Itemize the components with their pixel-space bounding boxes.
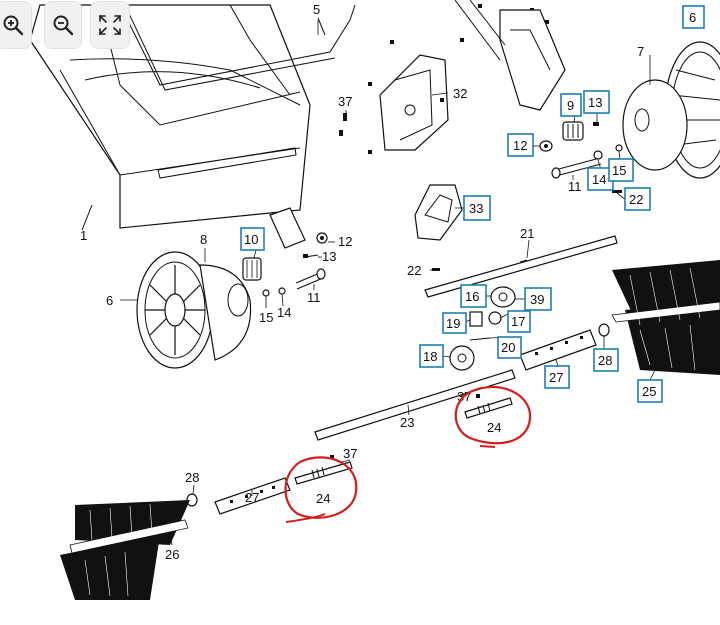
svg-text:39: 39 — [530, 292, 544, 307]
annotation-circle-left — [284, 456, 358, 523]
boxed-callout-25: 25 — [637, 379, 663, 403]
callout-13-left: 13 — [322, 249, 336, 264]
fullscreen-button[interactable] — [90, 1, 130, 49]
callout-27-left: 27 — [245, 490, 259, 505]
svg-text:28: 28 — [598, 353, 612, 368]
shaft-23 — [314, 369, 516, 441]
boxed-callout-39: 39 — [524, 287, 552, 311]
svg-text:12: 12 — [513, 138, 527, 153]
boxed-callout-12-top: 12 — [507, 133, 534, 157]
svg-text:6: 6 — [689, 10, 696, 25]
boxed-callout-28-right: 28 — [593, 348, 619, 372]
callout-11-right: 11 — [568, 179, 582, 194]
callout-12-left: 12 — [338, 234, 352, 249]
gear-bar-left — [186, 477, 291, 515]
callout-24-right: 24 — [487, 420, 501, 435]
gear-bar-right — [519, 323, 610, 371]
boxed-callout-20: 20 — [497, 336, 522, 359]
svg-text:25: 25 — [642, 384, 656, 399]
svg-text:33: 33 — [469, 201, 483, 216]
bracket-33 — [414, 184, 463, 241]
boxed-callout-16: 16 — [460, 284, 487, 308]
boxed-callout-18: 18 — [419, 344, 444, 368]
callout-22-mid: 22 — [407, 263, 421, 278]
svg-text:9: 9 — [567, 98, 574, 113]
svg-text:14: 14 — [592, 172, 606, 187]
callout-28-left: 28 — [185, 470, 199, 485]
callout-37-low: 37 — [343, 446, 357, 461]
callout-24-left: 24 — [316, 491, 330, 506]
callout-32: 32 — [453, 86, 467, 101]
svg-text:13: 13 — [588, 95, 602, 110]
svg-text:27: 27 — [549, 370, 563, 385]
boxed-callout-6-top: 6 — [682, 5, 705, 29]
boxed-callout-33: 33 — [463, 195, 491, 221]
svg-text:15: 15 — [612, 163, 626, 178]
callout-7: 7 — [637, 44, 644, 59]
fullscreen-icon — [99, 15, 121, 35]
gear-and-pins-left — [242, 207, 328, 297]
side-cover — [379, 54, 449, 151]
callout-37-top: 37 — [338, 94, 352, 109]
boxed-callout-10: 10 — [240, 227, 265, 251]
callout-8: 8 — [200, 232, 207, 247]
svg-text:20: 20 — [501, 340, 515, 355]
boxed-callout-17: 17 — [507, 310, 531, 333]
zoom-out-button[interactable] — [44, 1, 82, 49]
svg-text:16: 16 — [465, 289, 479, 304]
handle-bracket — [454, 0, 566, 111]
boxed-callout-22-top: 22 — [624, 187, 651, 211]
annotation-circle-right — [454, 385, 532, 448]
svg-text:19: 19 — [446, 316, 460, 331]
callout-15-left: 15 — [259, 310, 273, 325]
boxed-callout-13-top: 13 — [583, 90, 610, 114]
zoom-out-icon — [53, 15, 74, 36]
boxed-callout-19: 19 — [442, 312, 467, 334]
callout-26: 26 — [165, 547, 179, 562]
boxed-callout-9: 9 — [560, 93, 582, 117]
svg-text:18: 18 — [423, 349, 437, 364]
zoom-in-button[interactable] — [0, 1, 32, 49]
wheel-left — [136, 251, 252, 369]
gear-assembly — [449, 286, 516, 371]
callout-14-left: 14 — [277, 305, 291, 320]
axle-left — [294, 455, 353, 485]
axle-right — [464, 394, 513, 419]
callout-11-left: 11 — [307, 290, 321, 305]
handle-frame — [119, 4, 356, 91]
svg-text:17: 17 — [511, 314, 525, 329]
callout-6-left: 6 — [106, 293, 113, 308]
boxed-callout-27-right: 27 — [544, 365, 570, 389]
shaft-21 — [424, 235, 618, 298]
callout-23: 23 — [400, 415, 414, 430]
boxed-callout-15-top: 15 — [608, 158, 634, 182]
svg-text:10: 10 — [244, 232, 258, 247]
callout-21: 21 — [520, 226, 534, 241]
svg-text:22: 22 — [629, 192, 643, 207]
brush-right — [611, 260, 720, 375]
top-right-small-parts — [539, 121, 623, 193]
brush-left — [60, 500, 190, 600]
zoom-in-icon — [3, 15, 24, 36]
wheel-right-top — [622, 41, 720, 179]
callout-5: 5 — [313, 2, 320, 17]
callout-1: 1 — [80, 228, 87, 243]
